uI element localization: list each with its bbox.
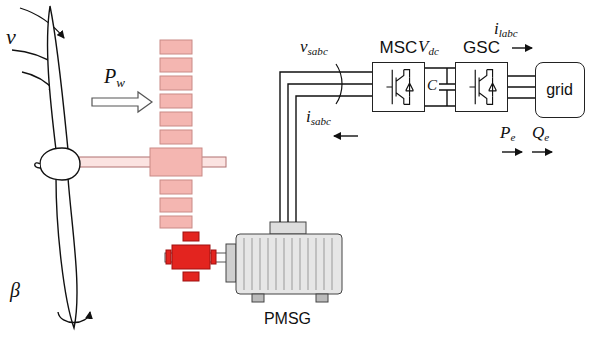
node-label: MSC <box>380 38 418 58</box>
signal-label: Qe <box>532 124 549 143</box>
current-arrow <box>512 47 532 48</box>
signal-label: C <box>427 78 437 93</box>
converter-frame <box>372 62 425 112</box>
subscript: w <box>116 75 125 90</box>
grid-box: grid <box>535 62 585 118</box>
power-arrow <box>92 92 152 112</box>
pitch-label: β <box>10 280 20 300</box>
subscript: dc <box>428 45 438 57</box>
igbt-symbol <box>456 63 507 111</box>
signal-label: isabc <box>306 108 331 127</box>
large-gear <box>150 40 202 228</box>
generator-node: PMSG <box>225 222 350 328</box>
igbt-symbol <box>373 63 424 111</box>
converter-node: GSC <box>451 36 512 114</box>
signal-label: vsabc <box>300 38 328 57</box>
node-label: grid <box>546 81 573 99</box>
node-label: GSC <box>463 38 500 58</box>
rotor-blade <box>35 6 80 328</box>
node-label: PMSG <box>264 310 311 328</box>
power-arrow <box>502 151 522 152</box>
subscript: e <box>544 131 549 143</box>
small-gear <box>166 232 216 281</box>
power-arrow <box>532 151 552 152</box>
signal-label: Pe <box>500 124 515 143</box>
wind-speed-label: v <box>6 26 16 48</box>
subscript: e <box>510 131 515 143</box>
power-wire <box>280 72 372 222</box>
power-wire <box>508 76 535 98</box>
signal-label: Vdc <box>418 38 439 57</box>
power-wire <box>425 68 455 106</box>
converter-frame <box>455 62 508 112</box>
subscript: sabc <box>311 115 331 127</box>
pitch-arrow <box>58 312 90 323</box>
subscript: sabc <box>308 45 328 57</box>
subscript: labc <box>499 27 518 39</box>
dc-capacitor <box>439 68 455 106</box>
current-arrow <box>334 135 358 136</box>
generator-body <box>226 222 342 302</box>
signal-label: Pw <box>104 66 125 89</box>
signal-label: ilabc <box>494 20 518 39</box>
